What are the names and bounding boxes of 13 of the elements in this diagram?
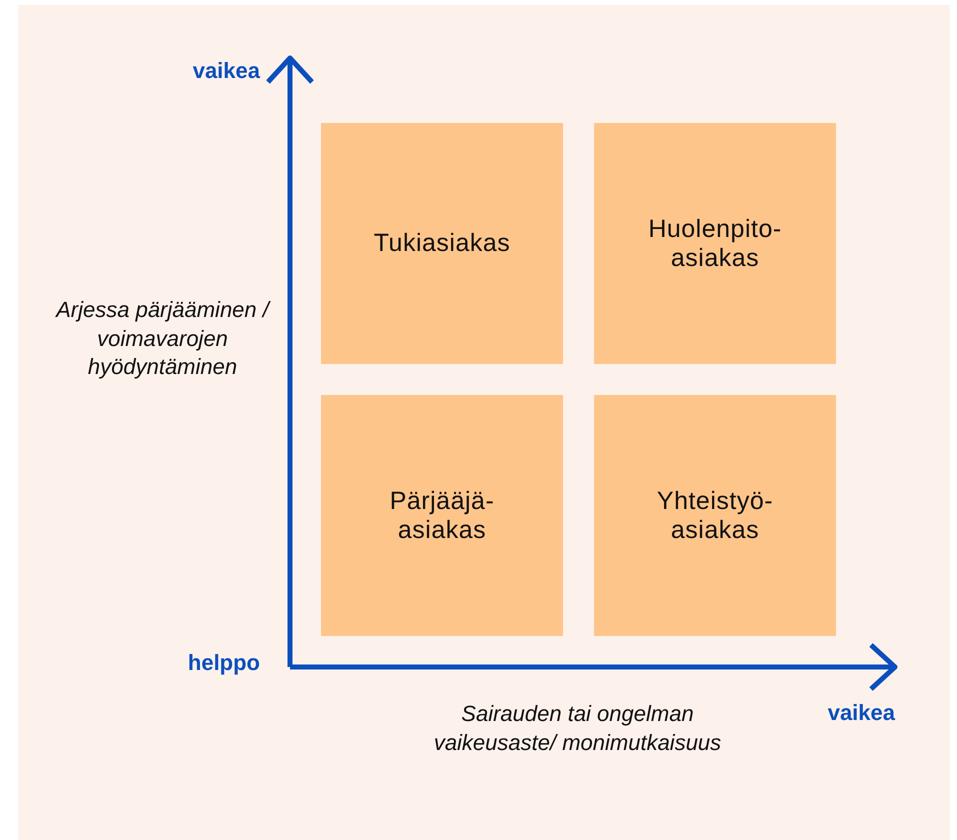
axis-end-label: helppo — [186, 650, 260, 676]
x-axis-title: Sairauden tai ongelman vaikeusaste/ monimutkaisuus — [432, 700, 722, 757]
quadrant-label: Huolenpito- asiakas — [647, 214, 783, 272]
quadrant-label: Yhteistyö- asiakas — [656, 486, 774, 544]
axis-end-label: vaikea — [192, 58, 260, 84]
quadrant-box — [321, 123, 563, 364]
quadrant-box — [594, 123, 836, 364]
quadrant-label: Pärjääjä- asiakas — [388, 486, 496, 544]
y-axis-title: Arjessa pärjääminen / voimavarojen hyödyntäminen — [55, 296, 270, 382]
quadrant-box — [594, 395, 836, 636]
quadrant-box — [321, 395, 563, 636]
quadrant-label: Tukiasiakas — [372, 229, 512, 258]
axis-end-label: vaikea — [826, 700, 895, 726]
